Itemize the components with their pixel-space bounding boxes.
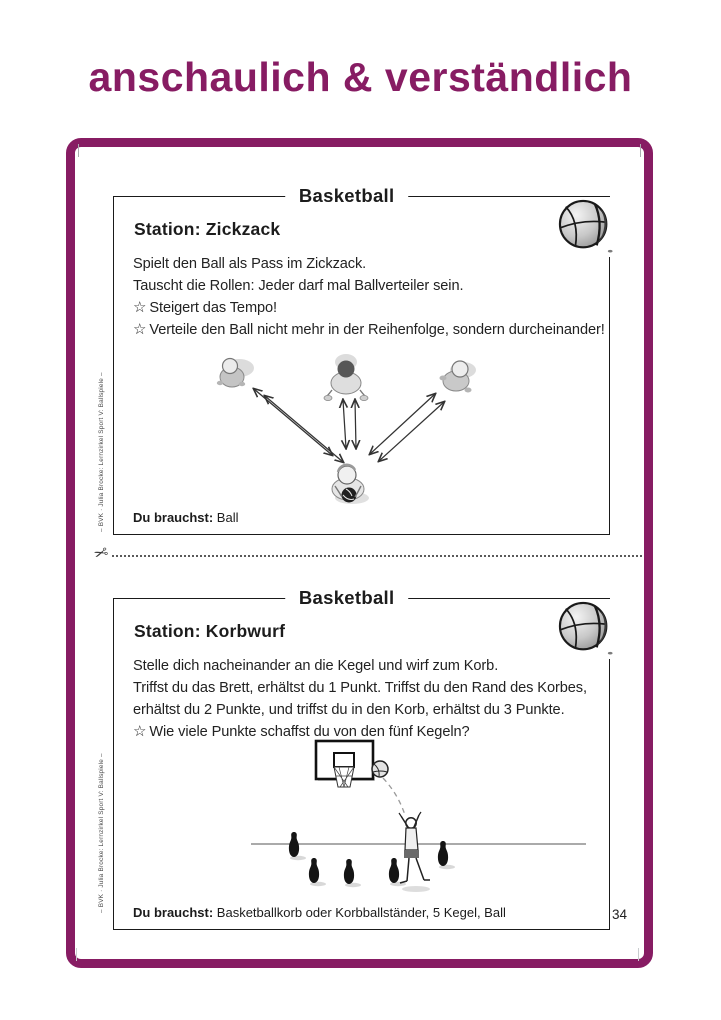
player-middle: [323, 354, 369, 401]
backboard: [314, 739, 375, 788]
zigzag-pass-illustration: [216, 354, 476, 504]
star-line-text: Wie viele Punkte schaffst du von den fün…: [149, 724, 470, 740]
star-icon: ☆: [133, 299, 147, 316]
card-title: Basketball: [284, 184, 409, 208]
player-distributor: [331, 463, 369, 504]
kegel-pin: [388, 858, 400, 883]
throwing-player: [398, 811, 430, 892]
kegel-pin: [288, 832, 300, 857]
basketball-icon: [551, 599, 623, 659]
instruction-line: Stelle dich nacheinander an die Kegel un…: [133, 658, 499, 674]
cut-line: [112, 555, 642, 557]
star-icon: ☆: [133, 723, 147, 740]
crop-mark: [640, 144, 641, 157]
instruction-line: Triffst du das Brett, erhältst du 1 Punk…: [133, 680, 587, 696]
star-line-text: Verteile den Ball nicht mehr in der Reih…: [149, 322, 605, 338]
player-right: [439, 360, 476, 393]
kegel-pin: [437, 841, 449, 866]
basket-throw-illustration: [251, 739, 586, 892]
star-line: ☆Steigert das Tempo!: [133, 297, 607, 319]
instruction-line: Tauscht die Rollen: Jeder darf mal Ballv…: [133, 278, 464, 294]
station-title: Station: Korbwurf: [134, 621, 286, 641]
materials-line: Du brauchst: Basketballkorb oder Korbbal…: [133, 905, 506, 920]
materials-value: Ball: [216, 510, 239, 525]
worksheet-card-zickzack: Basketball Station: Zickzack Spielt den …: [113, 184, 610, 535]
instructions: Spielt den Ball als Pass im Zickzack. Ta…: [133, 253, 607, 341]
materials-label: Du brauchst:: [133, 510, 214, 525]
instructions: Stelle dich nacheinander an die Kegel un…: [133, 655, 607, 743]
materials-line: Du brauchst: Ball: [133, 510, 238, 525]
page-number: 34: [612, 907, 628, 922]
star-line: ☆Verteile den Ball nicht mehr in der Rei…: [133, 319, 607, 341]
crop-mark: [76, 948, 77, 961]
credit-text: – BVK · Julia Brocke: Lernzirkel Sport V…: [98, 372, 105, 532]
card-title: Basketball: [284, 586, 409, 610]
flying-ball: [371, 760, 389, 778]
materials-label: Du brauchst:: [133, 905, 214, 920]
ball-trajectory: [382, 777, 406, 816]
crop-mark: [638, 948, 639, 961]
instruction-line: erhältst du 2 Punkte, und triffst du in …: [133, 702, 565, 718]
station-title: Station: Zickzack: [134, 219, 281, 239]
crop-mark: [78, 144, 79, 157]
credit-text: – BVK · Julia Brocke: Lernzirkel Sport V…: [98, 753, 105, 913]
kegel-pin: [343, 859, 355, 884]
page-title: anschaulich & verständlich: [88, 54, 633, 100]
kegel-pin: [308, 858, 320, 883]
materials-value: Basketballkorb oder Korbballständer, 5 K…: [216, 905, 506, 920]
star-line: ☆Wie viele Punkte schaffst du von den fü…: [133, 721, 607, 743]
worksheet-card-korbwurf: Basketball Station: Korbwurf Stelle dich…: [113, 586, 610, 930]
star-line-text: Steigert das Tempo!: [149, 300, 277, 316]
basketball-icon: [551, 197, 623, 257]
star-icon: ☆: [133, 321, 147, 338]
player-left: [216, 357, 254, 388]
instruction-line: Spielt den Ball als Pass im Zickzack.: [133, 256, 367, 272]
